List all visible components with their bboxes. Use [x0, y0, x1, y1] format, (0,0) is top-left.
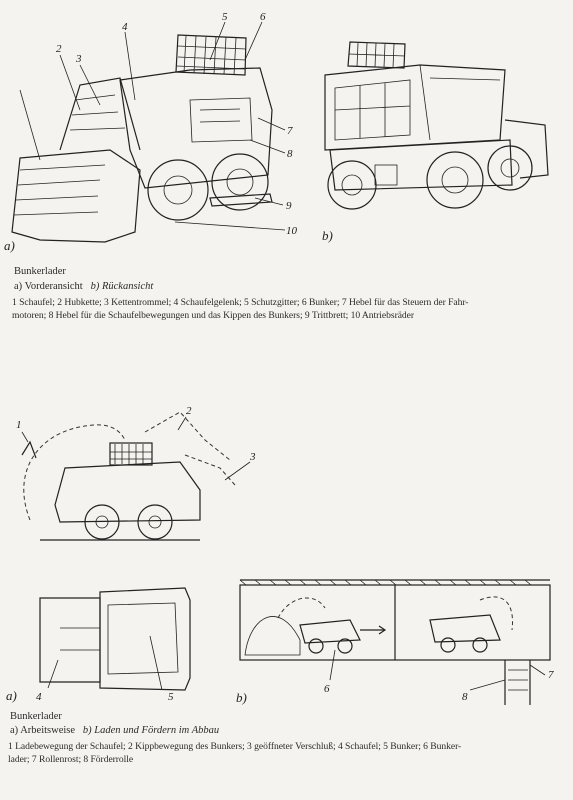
callout-8: 8: [287, 148, 293, 160]
callout-6-transport: 6: [324, 683, 330, 695]
callout-5: 5: [222, 11, 228, 23]
view-a-label: a): [4, 238, 15, 253]
callout-6: 6: [260, 11, 266, 23]
callout-5-plan: 5: [168, 691, 174, 703]
view-a-label-2: a): [6, 688, 17, 703]
callout-7: 7: [287, 125, 293, 137]
view-b-label-2: b): [236, 690, 247, 705]
callout-1: 1: [16, 419, 22, 431]
caption1-title: Bunkerlader: [14, 266, 66, 277]
callout-2-motion: 2: [186, 405, 192, 417]
caption1-legend-line1: 1 Schaufel; 2 Hubkette; 3 Kettentrommel;…: [12, 297, 469, 308]
callout-10: 10: [286, 225, 298, 237]
callout-3-motion: 3: [249, 451, 256, 463]
caption1-subtitle-a: a) Vorderansicht: [14, 281, 83, 292]
caption1-legend-line2: motoren; 8 Hebel für die Schaufelbewegun…: [12, 310, 415, 321]
callout-4-plan: 4: [36, 691, 42, 703]
callout-3: 3: [75, 53, 82, 65]
caption2-subtitle-a: a) Arbeitsweise: [10, 725, 76, 736]
callout-4: 4: [122, 21, 128, 33]
view-b-label: b): [322, 228, 333, 243]
caption1-subtitle-b: b) Rückansicht: [90, 281, 154, 292]
callout-9: 9: [286, 200, 292, 212]
caption2-legend-line1: 1 Ladebewegung der Schaufel; 2 Kippbeweg…: [8, 741, 462, 752]
callout-7-transport: 7: [548, 669, 554, 681]
callout-8-transport: 8: [462, 691, 468, 703]
callout-2: 2: [56, 43, 62, 55]
caption2-legend-line2: lader; 7 Rollenrost; 8 Förderrolle: [8, 754, 134, 765]
caption1-subtitles: a) Vorderansicht b) Rückansicht: [14, 281, 153, 292]
caption2-subtitles: a) Arbeitsweise b) Laden und Fördern im …: [10, 725, 219, 736]
caption2-subtitle-b: b) Laden und Fördern im Abbau: [82, 725, 220, 736]
caption2-title: Bunkerlader: [10, 711, 62, 722]
